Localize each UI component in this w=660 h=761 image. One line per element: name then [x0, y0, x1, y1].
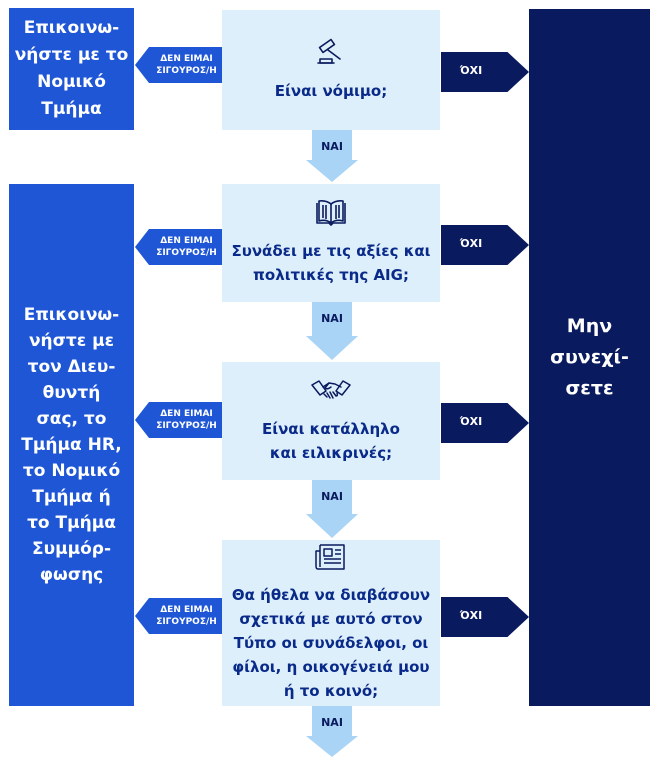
gavel-icon: [314, 37, 348, 71]
no-arrow-1: ΌΧΙ: [441, 46, 529, 98]
newspaper-icon: [315, 543, 347, 575]
unsure-label-4: ΔΕΝ ΕΙΜΑΙ ΣΙΓΟΥΡΟΣ/Η: [156, 605, 217, 627]
contact-manager-text: Επικοινω- νήστε με τον Διευ- θυντή σας, …: [21, 305, 122, 585]
no-arrow-4: ΌΧΙ: [441, 591, 529, 643]
question-text-appropriate: Είναι κατάλληλο και ειλικρινές;: [262, 420, 400, 462]
question-text-press: Θα ήθελα να διαβάσουν σχετικά με αυτό στ…: [231, 586, 431, 700]
question-box-legal: Είναι νόμιμο;: [222, 10, 440, 130]
do-not-proceed-box: Μην συνεχί- σετε: [529, 9, 650, 706]
yes-label-3: ΝΑΙ: [321, 490, 343, 503]
no-label-1: ΌΧΙ: [459, 64, 483, 77]
do-not-proceed-text: Μην συνεχί- σετε: [550, 315, 629, 399]
contact-manager-box: Επικοινω- νήστε με τον Διευ- θυντή σας, …: [9, 184, 134, 706]
yes-label-2: ΝΑΙ: [321, 312, 343, 325]
unsure-label-3: ΔΕΝ ΕΙΜΑΙ ΣΙΓΟΥΡΟΣ/Η: [156, 409, 217, 431]
contact-legal-box: Επικοινω- νήστε με το Νομικό Τμήμα: [9, 8, 134, 130]
no-arrow-2: ΌΧΙ: [441, 219, 529, 271]
yes-label-4: ΝΑΙ: [321, 716, 343, 729]
unsure-label-2: ΔΕΝ ΕΙΜΑΙ ΣΙΓΟΥΡΟΣ/Η: [156, 236, 217, 258]
no-label-2: ΌΧΙ: [459, 237, 483, 250]
yes-arrow-3: ΝΑΙ: [306, 480, 358, 538]
unsure-arrow-3: ΔΕΝ ΕΙΜΑΙ ΣΙΓΟΥΡΟΣ/Η: [135, 402, 222, 438]
yes-arrow-2: ΝΑΙ: [306, 302, 358, 360]
unsure-arrow-1: ΔΕΝ ΕΙΜΑΙ ΣΙΓΟΥΡΟΣ/Η: [135, 47, 222, 83]
yes-arrow-4: ΝΑΙ: [306, 706, 358, 757]
book-icon: [314, 199, 348, 231]
question-box-press: Θα ήθελα να διαβάσουν σχετικά με αυτό στ…: [222, 540, 440, 706]
unsure-arrow-4: ΔΕΝ ΕΙΜΑΙ ΣΙΓΟΥΡΟΣ/Η: [135, 598, 222, 634]
unsure-arrow-2: ΔΕΝ ΕΙΜΑΙ ΣΙΓΟΥΡΟΣ/Η: [135, 229, 222, 265]
yes-arrow-1: ΝΑΙ: [306, 130, 358, 182]
question-text-values: Συνάδει με τις αξίες και πολιτικές της A…: [231, 242, 431, 284]
question-box-appropriate: Είναι κατάλληλο και ειλικρινές;: [222, 362, 440, 480]
no-label-4: ΌΧΙ: [459, 609, 483, 622]
contact-legal-text: Επικοινω- νήστε με το Νομικό Τμήμα: [14, 18, 129, 119]
no-arrow-3: ΌΧΙ: [441, 397, 529, 449]
question-text-legal: Είναι νόμιμο;: [274, 82, 388, 100]
yes-label-1: ΝΑΙ: [321, 140, 343, 153]
unsure-label-1: ΔΕΝ ΕΙΜΑΙ ΣΙΓΟΥΡΟΣ/Η: [156, 54, 217, 76]
question-box-values: Συνάδει με τις αξίες και πολιτικές της A…: [222, 184, 440, 302]
handshake-icon: [310, 377, 352, 409]
no-label-3: ΌΧΙ: [459, 415, 483, 428]
